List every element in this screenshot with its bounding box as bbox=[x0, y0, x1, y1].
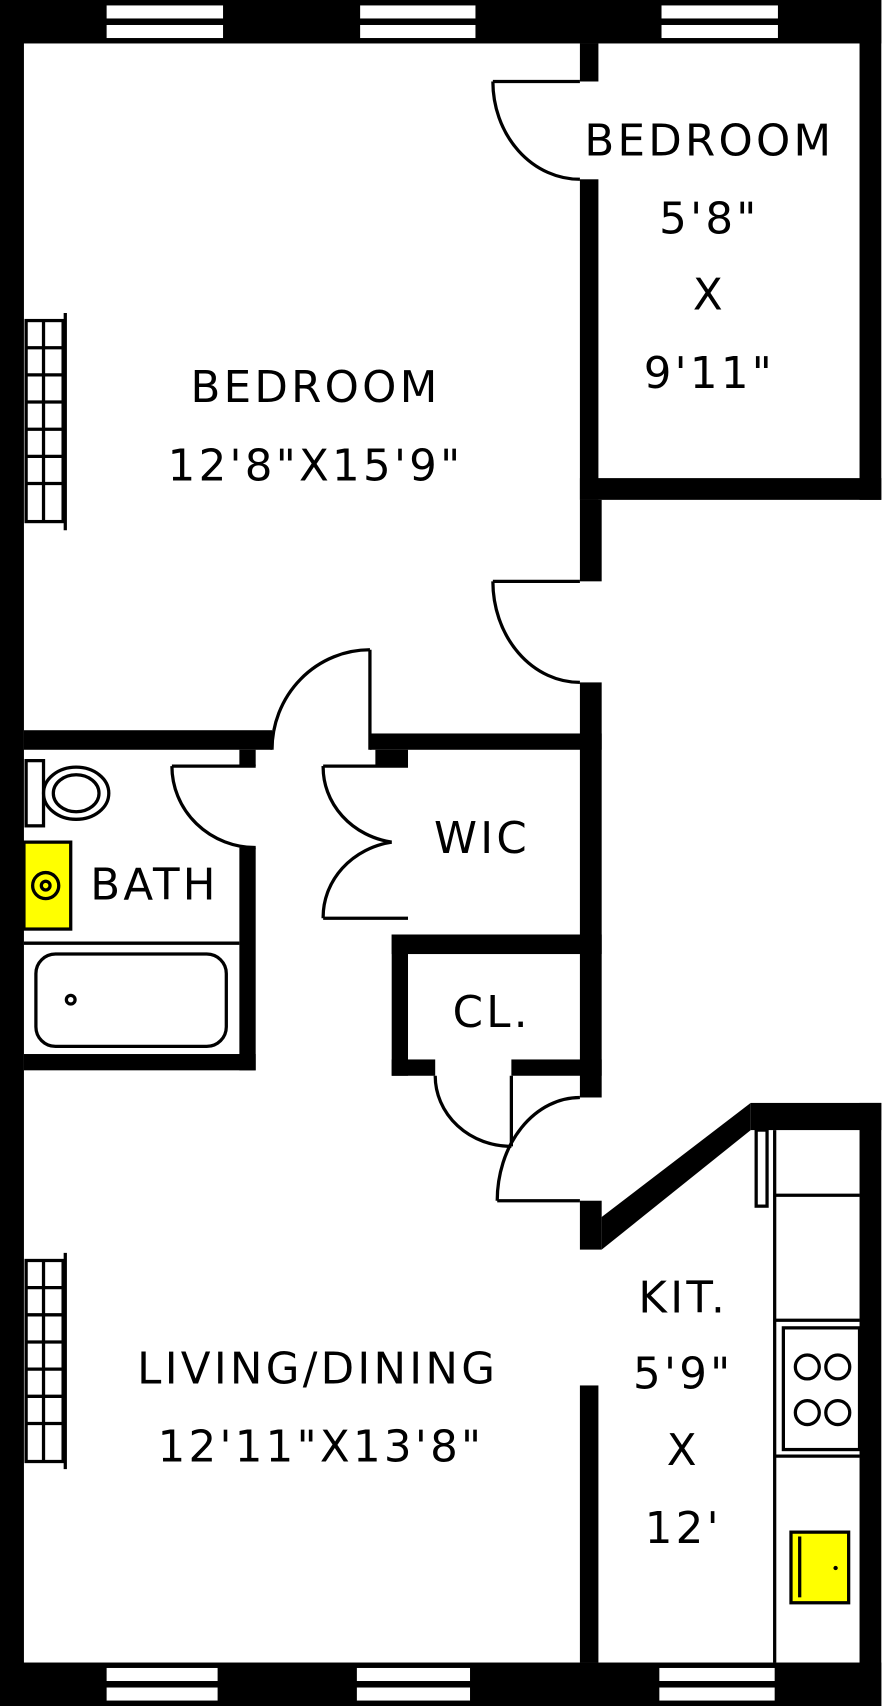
room-size: 12'11"X13'8" bbox=[158, 1423, 485, 1473]
window-bottom-3 bbox=[657, 1665, 777, 1703]
door-closet bbox=[433, 1075, 514, 1149]
interior-walls bbox=[23, 43, 882, 1663]
room-dim-1: 5'9" bbox=[633, 1350, 733, 1400]
door-wic bbox=[321, 764, 409, 920]
room-bath: BATH bbox=[90, 861, 219, 911]
window-top-3 bbox=[659, 3, 781, 41]
bathtub-icon bbox=[23, 941, 240, 1049]
kitchen-counter bbox=[754, 1128, 860, 1663]
radiator-living bbox=[24, 1252, 67, 1470]
room-name: BEDROOM bbox=[584, 116, 834, 166]
room-dim-x: X bbox=[693, 271, 726, 321]
stove-icon bbox=[781, 1326, 862, 1452]
kitchen-sink-icon bbox=[789, 1530, 851, 1605]
door-bedroom-main bbox=[491, 579, 580, 685]
room-closet: CL. bbox=[453, 988, 531, 1038]
room-name: LIVING/DINING bbox=[137, 1344, 498, 1394]
doors bbox=[170, 79, 580, 1203]
room-name: BEDROOM bbox=[191, 363, 441, 413]
window-top-1 bbox=[104, 3, 226, 41]
sink-icon bbox=[22, 840, 73, 931]
room-size: 12'8"X15'9" bbox=[168, 441, 464, 491]
room-dim-1: 5'8" bbox=[659, 195, 759, 245]
toilet-icon bbox=[24, 759, 111, 828]
room-dim-2: 9'11" bbox=[644, 349, 775, 399]
room-kitchen: KIT. 5'9" X 12' bbox=[633, 1274, 733, 1554]
radiator-bedroom bbox=[24, 312, 67, 531]
room-dim-2: 12' bbox=[645, 1504, 722, 1554]
room-living: LIVING/DINING 12'11"X13'8" bbox=[137, 1344, 498, 1473]
room-bedroom-small: BEDROOM 5'8" X 9'11" bbox=[584, 116, 834, 399]
room-bedroom-main: BEDROOM 12'8"X15'9" bbox=[168, 363, 464, 491]
window-bottom-1 bbox=[104, 1665, 220, 1703]
door-bath bbox=[170, 764, 256, 850]
door-hall bbox=[270, 648, 372, 750]
door-bedroom-small bbox=[491, 79, 580, 181]
room-wic: WIC bbox=[434, 814, 530, 864]
window-bottom-2 bbox=[354, 1665, 473, 1703]
room-name: KIT. bbox=[638, 1274, 728, 1324]
window-top-2 bbox=[357, 3, 478, 41]
windows bbox=[104, 3, 781, 1703]
door-entry bbox=[495, 1095, 580, 1203]
room-dim-x: X bbox=[667, 1426, 700, 1476]
